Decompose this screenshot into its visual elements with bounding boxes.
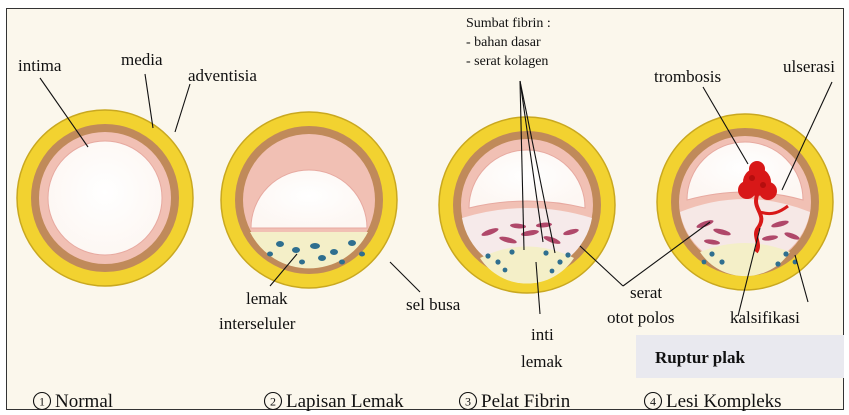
label-sumbat-item2: - serat kolagen [466,54,548,69]
stage-name: Pelat Fibrin [481,391,571,412]
vessel-fatty-streak [221,112,397,288]
label-sel-busa: sel busa [406,295,461,314]
vessel-complex-lesion [657,114,833,290]
label-media: media [121,50,163,69]
stage-name: Lesi Kompleks [666,391,782,412]
label-ruptur-plak: Ruptur plak [655,348,745,367]
label-intima: intima [18,56,62,75]
label-ulserasi: ulserasi [783,57,835,76]
label-sumbat-title: Sumbat fibrin : [466,16,551,31]
caption-stage-4: 4 Lesi Kompleks [645,391,782,412]
stage-number: 2 [270,395,276,409]
label-inti-lemak: lemak [521,352,563,371]
stage-number: 1 [39,395,45,409]
caption-stage-3: 3 Pelat Fibrin [460,391,571,412]
stage-number: 4 [650,395,656,409]
vessel-normal [17,110,193,286]
label-sumbat-item1: - bahan dasar [466,35,541,50]
label-otot-polos: otot polos [607,308,675,327]
label-kalsifikasi: kalsifikasi [730,308,800,327]
label-inti: inti [531,325,554,344]
stage-name: Lapisan Lemak [286,391,404,412]
label-interseluler: interseluler [219,314,296,333]
ruptur-plak-box: Ruptur plak [636,335,844,378]
label-serat: serat [630,283,662,302]
vessel-fibrous-plaque [439,117,615,293]
label-trombosis: trombosis [654,67,721,86]
stage-name: Normal [55,391,113,412]
caption-stage-2: 2 Lapisan Lemak [265,391,405,412]
lumen [48,141,162,255]
label-adventisia: adventisia [188,66,257,85]
caption-stage-1: 1 Normal [34,391,114,412]
stage-captions: 1 Normal 2 Lapisan Lemak 3 Pelat Fibrin … [34,391,782,412]
stage-number: 3 [465,395,471,409]
label-lemak: lemak [246,289,288,308]
